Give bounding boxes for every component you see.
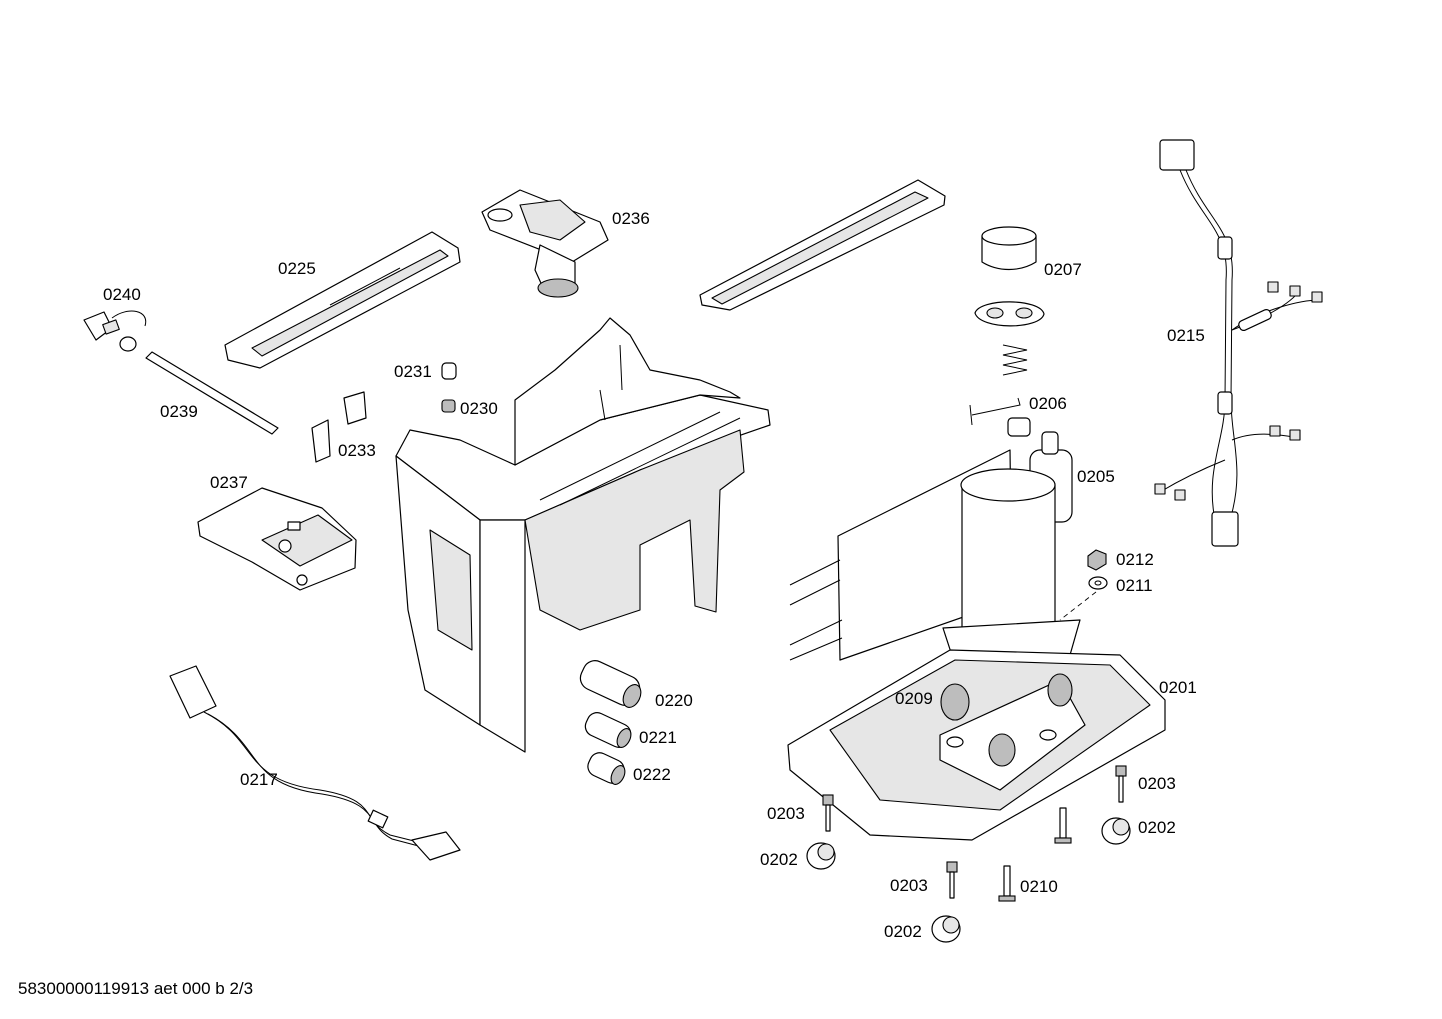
callout-0209: 0209 — [895, 689, 933, 708]
part-spring — [1002, 344, 1028, 376]
callout-0240: 0240 — [103, 285, 141, 304]
part-0207-cap — [981, 226, 1037, 271]
part-0236-mechanism — [481, 189, 609, 298]
part-0237-tray — [197, 487, 357, 591]
callout-0239: 0239 — [160, 402, 198, 421]
callout-0202-a: 0202 — [760, 850, 798, 869]
callout-0203-b: 0203 — [1138, 774, 1176, 793]
part-0221-capacitor — [584, 712, 632, 748]
part-top-slide-rail — [699, 179, 946, 311]
callout-0236: 0236 — [612, 209, 650, 228]
part-0222-capacitor — [587, 752, 626, 785]
part-0203-screw-b — [1115, 765, 1127, 803]
part-0215-harness — [1154, 139, 1323, 547]
callout-0215: 0215 — [1167, 326, 1205, 345]
callout-0220: 0220 — [655, 691, 693, 710]
callout-0210: 0210 — [1020, 877, 1058, 896]
part-0220-capacitor — [579, 660, 642, 708]
part-0201-base — [787, 649, 1166, 841]
part-gasket — [974, 301, 1045, 327]
part-0240-valve — [83, 310, 147, 352]
part-0225-rail — [224, 231, 461, 369]
callout-0222: 0222 — [633, 765, 671, 784]
part-0239-rod — [145, 351, 279, 435]
part-0231-cap — [441, 362, 457, 380]
callout-0212: 0212 — [1116, 550, 1154, 569]
callout-0206: 0206 — [1029, 394, 1067, 413]
callout-0233: 0233 — [338, 441, 376, 460]
part-0217-power-cord — [169, 665, 461, 861]
callout-0203-c: 0203 — [890, 876, 928, 895]
part-0233-clips — [311, 391, 367, 463]
callout-0230: 0230 — [460, 399, 498, 418]
callout-0202-c: 0202 — [884, 922, 922, 941]
part-0211-washer — [1088, 576, 1108, 590]
leader-0211 — [1059, 591, 1097, 621]
callout-0237: 0237 — [210, 473, 248, 492]
callout-labels: 0236 0225 0240 0239 0231 0230 0233 0237 … — [103, 209, 1205, 941]
callout-0203-a: 0203 — [767, 804, 805, 823]
part-0202-foot-b — [1101, 817, 1131, 845]
callout-0221: 0221 — [639, 728, 677, 747]
part-0203-screw-c — [946, 861, 958, 899]
callout-0201: 0201 — [1159, 678, 1197, 697]
part-main-frame — [395, 317, 771, 753]
callout-0217: 0217 — [240, 770, 278, 789]
part-0210-bolt-b — [1054, 807, 1072, 844]
part-0230-cap — [441, 399, 456, 413]
callout-0207: 0207 — [1044, 260, 1082, 279]
part-0206-sensor — [969, 397, 1031, 437]
part-0202-foot-a — [806, 842, 836, 870]
callout-0231: 0231 — [394, 362, 432, 381]
callout-0211: 0211 — [1116, 576, 1153, 595]
part-0212-nut — [1087, 549, 1107, 571]
part-0210-bolt-a — [998, 865, 1016, 902]
part-0203-screw-a — [822, 794, 834, 832]
callout-0202-b: 0202 — [1138, 818, 1176, 837]
drawing-reference-footer: 58300000119913 aet 000 b 2/3 — [18, 979, 254, 998]
callout-0225: 0225 — [278, 259, 316, 278]
part-0202-foot-c — [931, 915, 961, 943]
callout-0205: 0205 — [1077, 467, 1115, 486]
